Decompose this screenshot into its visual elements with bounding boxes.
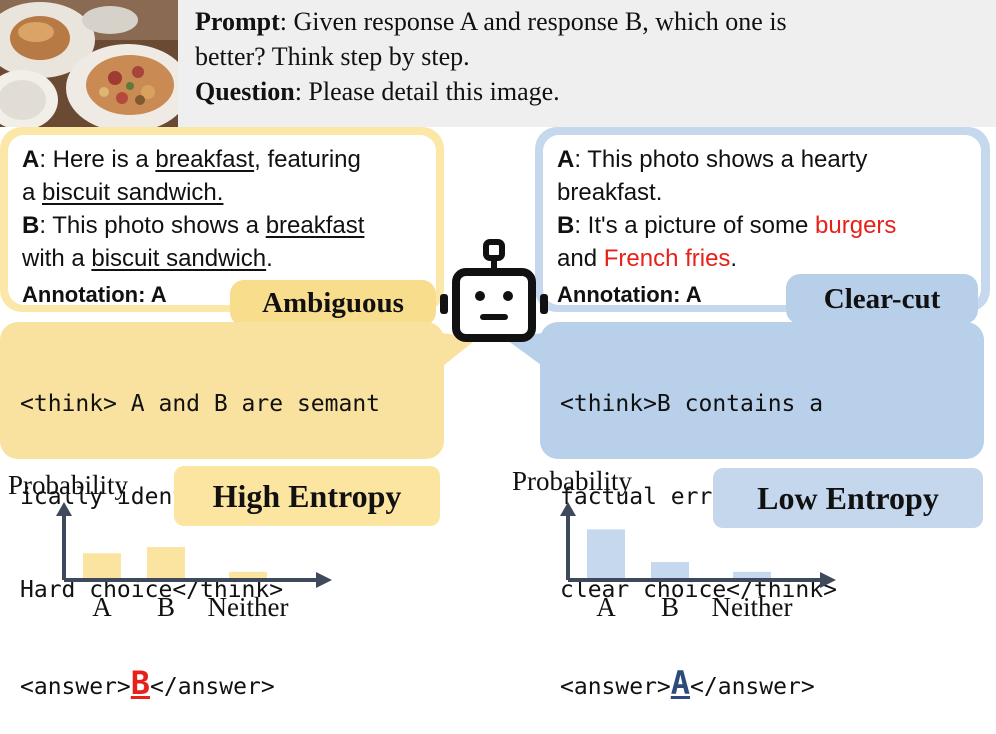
left-chart-bar-a: [83, 553, 121, 578]
ambiguous-tag: Ambiguous: [230, 280, 436, 326]
prompt-body-2: better? Think step by step.: [195, 42, 470, 71]
right-b-text-1: : It's a picture of some: [574, 212, 816, 239]
right-annotation: Annotation: A: [557, 282, 702, 307]
left-b-text-2: with a: [22, 245, 92, 272]
left-chart-tick-neither: Neither: [208, 592, 289, 621]
right-chart-tick-a: A: [596, 592, 616, 621]
right-chart-bar-a: [587, 529, 625, 578]
left-chart-tick-b: B: [157, 592, 175, 621]
high-entropy-label: High Entropy: [174, 466, 440, 526]
right-chart-bar-neither: [733, 571, 771, 578]
right-chart-ylabel: Probability: [512, 466, 632, 496]
right-b-label: B: [557, 212, 575, 239]
left-a-text-1: : Here is a: [39, 146, 156, 173]
right-b-text-2: and: [557, 245, 604, 272]
right-a-text-2: breakfast.: [557, 179, 663, 206]
right-answer-value: A: [670, 664, 691, 702]
left-chart-bar-b: [147, 547, 185, 578]
left-a-label: A: [22, 146, 40, 173]
right-chart-tick-b: B: [661, 592, 679, 621]
left-chart-tick-a: A: [92, 592, 112, 621]
left-response-a: A: Here is a breakfast, featuring a bisc…: [22, 143, 432, 275]
ambiguous-think-bubble: [0, 322, 444, 459]
right-chart-y-arrow: [560, 502, 576, 516]
prompt-text: Prompt: Given response A and response B,…: [195, 4, 985, 109]
clear-cut-think-bubble: [540, 322, 984, 459]
left-answer-close: </answer>: [150, 674, 275, 700]
right-a-label: A: [557, 146, 575, 173]
prompt-label: Prompt: [195, 7, 280, 36]
ambiguous-responses: [8, 135, 436, 305]
left-b-label: B: [22, 212, 40, 239]
right-b-error-1: burgers: [815, 212, 897, 239]
left-answer-value: B: [130, 664, 151, 702]
left-b-underline-2: biscuit sandwich: [91, 245, 267, 272]
right-a-text-1: : This photo shows a hearty: [574, 146, 868, 173]
right-chart-x-arrow: [820, 572, 836, 588]
prompt-body: : Given response A and response B, which…: [279, 7, 787, 36]
right-answer-close: </answer>: [690, 674, 815, 700]
left-a-underline-2: biscuit sandwich.: [42, 179, 224, 206]
left-a-underline-1: breakfast: [155, 146, 255, 173]
left-a-text-3: a: [22, 179, 43, 206]
question-label: Question: [195, 77, 295, 106]
right-answer-open: <answer>: [560, 674, 671, 700]
question-body: : Please detail this image.: [294, 77, 560, 106]
right-probability-chart: A B Neither: [560, 502, 836, 621]
left-answer-open: <answer>: [20, 674, 131, 700]
robot-icon: [440, 239, 548, 342]
left-chart-y-arrow: [56, 502, 72, 516]
left-b-text-1: : This photo shows a: [39, 212, 266, 239]
right-chart-tick-neither: Neither: [712, 592, 793, 621]
left-a-text-2: , featuring: [254, 146, 361, 173]
low-entropy-label: Low Entropy: [713, 468, 983, 528]
right-response-a: A: This photo shows a hearty breakfast. …: [557, 143, 977, 275]
clear-cut-tag: Clear-cut: [786, 274, 978, 324]
left-annotation: Annotation: A: [22, 282, 167, 307]
left-probability-chart: A B Neither: [56, 502, 332, 621]
right-chart-bar-b: [651, 562, 689, 578]
left-think-line-1: <think> A and B are semant: [20, 391, 381, 417]
right-b-error-2: French fries: [603, 245, 731, 272]
left-b-text-3: .: [266, 245, 273, 272]
left-b-underline-1: breakfast: [265, 212, 365, 239]
breakfast-photo: [0, 0, 178, 127]
right-think-line-1: <think>B contains a: [560, 391, 824, 417]
left-chart-x-arrow: [316, 572, 332, 588]
right-b-text-3: .: [730, 245, 738, 272]
left-chart-bar-neither: [229, 571, 267, 578]
left-chart-ylabel: Probability: [8, 470, 128, 500]
